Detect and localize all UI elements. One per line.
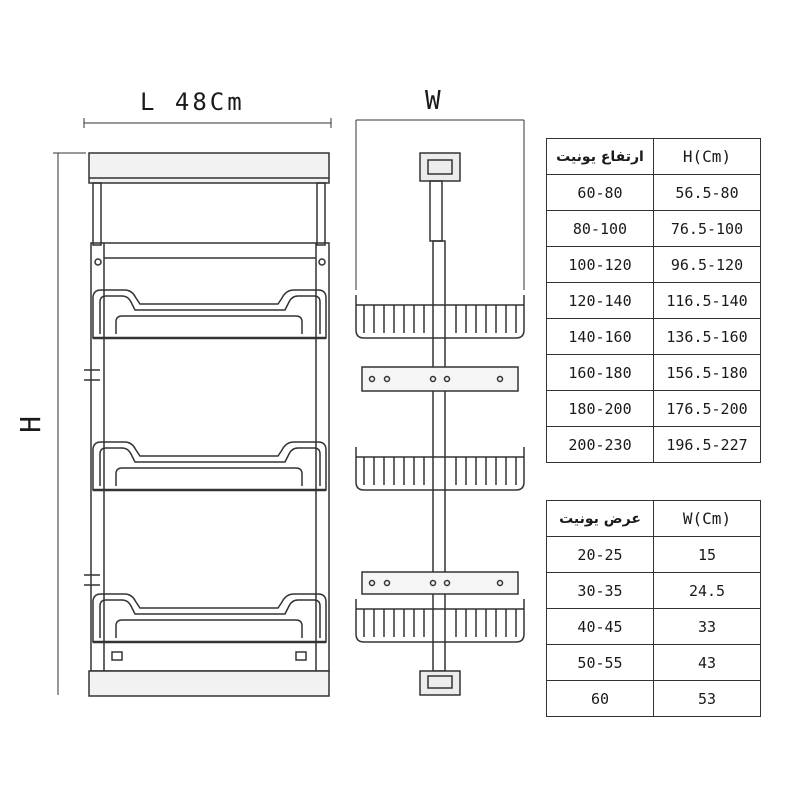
unit-width-cell: 20-25	[546, 536, 654, 573]
w-cm-cell: 53	[653, 680, 761, 717]
unit-width-cell: 40-45	[546, 608, 654, 645]
h-cm-cell: 176.5-200	[653, 390, 761, 427]
width-label: W	[425, 86, 441, 116]
h-cm-cell: 136.5-160	[653, 318, 761, 355]
h-cm-cell: 96.5-120	[653, 246, 761, 283]
height-label: H	[13, 416, 47, 433]
side-mount-plate-2	[361, 571, 519, 595]
h-cm-cell: 196.5-227	[653, 426, 761, 463]
right-post-top	[316, 182, 326, 246]
front-basket-1	[92, 289, 327, 340]
side-basket-2	[355, 447, 525, 491]
unit-height-cell: 200-230	[546, 426, 654, 463]
front-basket-3	[92, 593, 327, 644]
h-cm-cell: 116.5-140	[653, 282, 761, 319]
unit-width-header: عرض یونیت	[546, 500, 654, 537]
frame-body	[90, 242, 330, 672]
unit-height-cell: 100-120	[546, 246, 654, 283]
w-cm-cell: 15	[653, 536, 761, 573]
h-cm-cell: 76.5-100	[653, 210, 761, 247]
table-header-row: عرض یونیت W(Cm)	[546, 500, 761, 537]
table-header-row: ارتفاع یونیت H(Cm)	[546, 138, 761, 175]
unit-height-cell: 140-160	[546, 318, 654, 355]
unit-width-cell: 50-55	[546, 644, 654, 681]
front-view	[84, 152, 330, 697]
unit-height-cell: 60-80	[546, 174, 654, 211]
w-cm-cell: 24.5	[653, 572, 761, 609]
bottom-plinth	[88, 670, 330, 697]
w-cm-cell: 33	[653, 608, 761, 645]
left-post-top	[92, 182, 102, 246]
side-mount-plate-1	[361, 366, 519, 392]
bottom-mechanism	[419, 670, 461, 696]
side-basket-3	[355, 599, 525, 643]
top-mechanism	[419, 152, 461, 182]
unit-width-cell: 60	[546, 680, 654, 717]
unit-height-cell: 160-180	[546, 354, 654, 391]
unit-height-cell: 180-200	[546, 390, 654, 427]
front-basket-2	[92, 441, 327, 492]
w-cm-cell: 43	[653, 644, 761, 681]
h-cm-header: H(Cm)	[653, 138, 761, 175]
side-basket-1	[355, 295, 525, 339]
unit-height-cell: 80-100	[546, 210, 654, 247]
w-cm-header: W(Cm)	[653, 500, 761, 537]
h-cm-cell: 56.5-80	[653, 174, 761, 211]
side-view	[355, 119, 525, 696]
unit-height-cell: 120-140	[546, 282, 654, 319]
unit-height-header: ارتفاع یونیت	[546, 138, 654, 175]
length-label: L 48Cm	[140, 88, 245, 116]
unit-width-cell: 30-35	[546, 572, 654, 609]
h-cm-cell: 156.5-180	[653, 354, 761, 391]
